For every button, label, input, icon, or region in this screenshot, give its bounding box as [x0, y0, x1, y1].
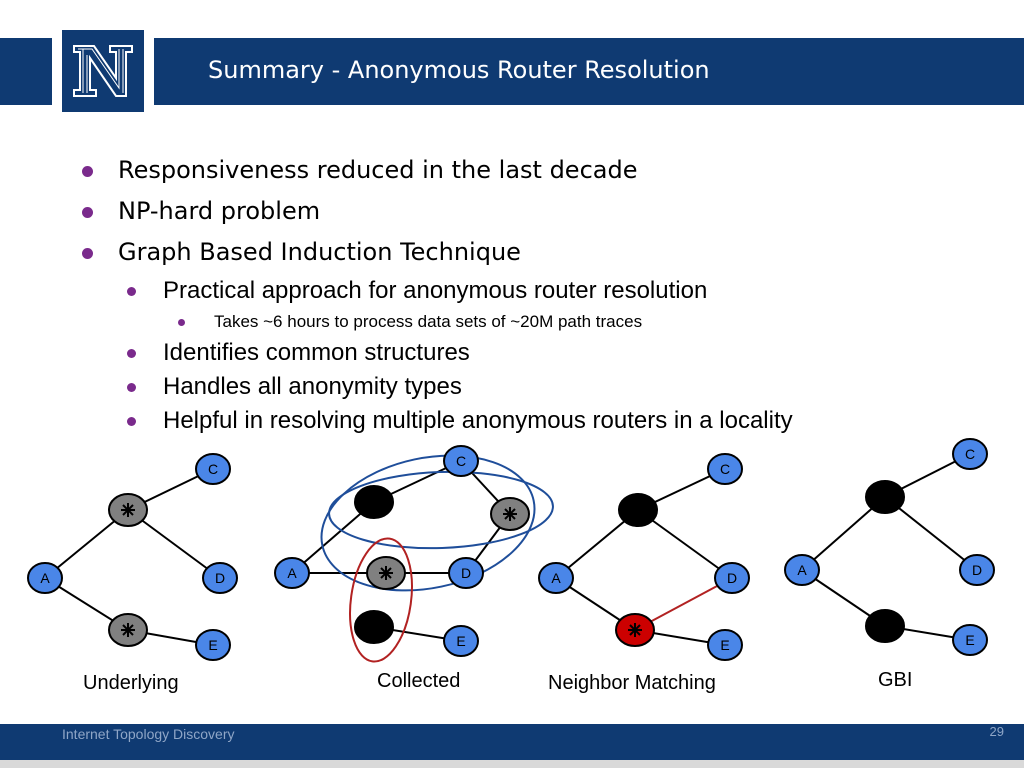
node-label: D: [215, 570, 225, 586]
node-label: E: [456, 633, 465, 649]
logo-emblem: [62, 30, 144, 112]
sub-sub-bullet-item: Takes ~6 hours to process data sets of ~…: [214, 312, 643, 331]
node-d: [714, 562, 750, 594]
node-e: [443, 625, 479, 657]
node-label: E: [208, 637, 217, 653]
bullet-dot: [82, 166, 93, 177]
neighbor-matching-graph: C A D E: [538, 453, 750, 661]
node-label: C: [720, 461, 730, 477]
node-e: [707, 629, 743, 661]
node-label: C: [208, 461, 218, 477]
bullet-item: Responsiveness reduced in the last decad…: [118, 156, 638, 184]
bullet-item: Graph Based Induction Technique: [118, 238, 521, 266]
node-label: A: [797, 562, 807, 578]
resolved-node: [354, 610, 394, 644]
node-a: [784, 554, 820, 586]
node-c: [707, 453, 743, 485]
caption-underlying: Underlying: [83, 672, 179, 694]
node-label: D: [727, 570, 737, 586]
bullet-dot: [178, 319, 185, 326]
node-a: [27, 562, 63, 594]
node-label: C: [456, 453, 466, 469]
node-label: A: [551, 570, 561, 586]
red-grouping-ellipse: [349, 537, 413, 663]
node-d: [959, 554, 995, 586]
caption-collected: Collected: [377, 670, 461, 692]
node-d: [202, 562, 238, 594]
bullet-dot: [127, 349, 136, 358]
node-label: A: [40, 570, 50, 586]
bullet-dot: [127, 383, 136, 392]
bullet-dot: [82, 248, 93, 259]
node-c: [195, 453, 231, 485]
node-e: [195, 629, 231, 661]
sub-bullet-item: Identifies common structures: [163, 339, 470, 366]
resolved-node: [865, 480, 905, 514]
n-logo-icon: [73, 45, 133, 97]
bullet-dot: [82, 207, 93, 218]
node-c: [443, 445, 479, 477]
blue-grouping-ellipse: [328, 470, 554, 550]
sub-bullet-item: Handles all anonymity types: [163, 373, 462, 400]
node-label: E: [720, 637, 729, 653]
footer-text: Internet Topology Discovery: [62, 726, 235, 742]
resolved-node: [865, 609, 905, 643]
gbi-graph: C A D E: [784, 438, 995, 656]
node-c: [952, 438, 988, 470]
collected-graph: C A D E: [274, 445, 554, 663]
resolved-node: [354, 485, 394, 519]
node-label: E: [965, 632, 974, 648]
underlying-graph: C A D E: [27, 453, 238, 661]
sub-bullet-item: Helpful in resolving multiple anonymous …: [163, 407, 793, 434]
node-label: D: [972, 562, 982, 578]
node-e: [952, 624, 988, 656]
node-d: [448, 557, 484, 589]
university-logo: [52, 20, 154, 122]
page-number: 29: [989, 724, 1004, 739]
node-label: C: [965, 446, 975, 462]
caption-neighbor-matching: Neighbor Matching: [548, 672, 716, 694]
blue-grouping-ellipse: [320, 454, 536, 592]
node-a: [274, 557, 310, 589]
bullet-item: NP-hard problem: [118, 197, 321, 225]
slide-title: Summary - Anonymous Router Resolution: [208, 56, 710, 84]
footer-strip: [0, 760, 1024, 768]
node-label: A: [287, 565, 297, 581]
header-bar: [0, 38, 1024, 105]
caption-gbi: GBI: [878, 669, 913, 691]
node-a: [538, 562, 574, 594]
resolved-node: [618, 493, 658, 527]
footer-bar: [0, 724, 1024, 760]
bullet-dot: [127, 417, 136, 426]
node-label: D: [461, 565, 471, 581]
sub-bullet-item: Practical approach for anonymous router …: [163, 277, 708, 304]
bullet-dot: [127, 287, 136, 296]
